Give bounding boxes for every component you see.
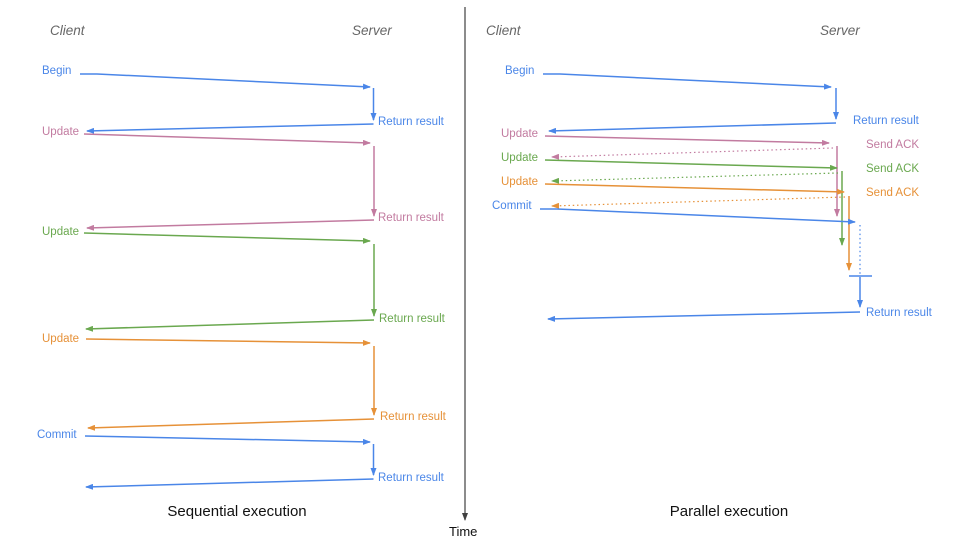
right-update-3-label: Update [501,176,539,188]
left-begin-label: Begin [42,65,72,77]
right-ack-3-arrow [551,196,846,209]
left-return-3-arrow [85,319,375,332]
left-diagram-caption: Sequential execution [167,503,307,520]
left-update-1-request-arrow [83,133,371,146]
left-return-result-3-label: Return result [379,313,445,325]
right-ack-2-arrow [551,172,839,184]
left-server-header: Server [352,23,392,38]
right-send-ack-2-label: Send ACK [866,163,920,175]
right-update-1-label: Update [501,128,539,140]
right-return-1-arrow [548,122,837,134]
left-commit-request-arrow [84,435,371,445]
left-commit-label: Commit [37,429,77,441]
right-diagram-caption: Parallel execution [669,503,789,520]
left-return-result-4-label: Return result [380,411,446,423]
right-begin-request-arrow [543,73,832,90]
right-update-1-request-arrow [544,135,830,146]
right-commit-label: Commit [492,200,532,212]
left-update-1-label: Update [42,126,80,138]
right-server-header: Server [820,23,860,38]
left-update-2-request-arrow [83,232,371,244]
right-update-2-request-arrow [544,159,838,171]
left-return-2-arrow [86,219,375,231]
right-client-header: Client [486,23,521,38]
left-return-result-5-label: Return result [378,472,444,484]
right-update-3-request-arrow [544,183,845,195]
left-return-1-arrow [86,123,374,134]
left-client-header: Client [50,23,85,38]
time-axis-label: Time [449,524,478,539]
left-return-4-arrow [87,418,375,431]
right-send-ack-1-label: Send ACK [866,139,920,151]
left-update-3-label: Update [42,333,80,345]
right-send-ack-3-label: Send ACK [866,187,920,199]
left-begin-request-arrow [80,73,371,90]
right-update-2-label: Update [501,152,539,164]
right-return-result-2-label: Return result [866,307,932,319]
right-begin-label: Begin [505,65,535,77]
left-update-3-request-arrow [85,338,371,346]
right-return-result-1-label: Return result [853,115,919,127]
left-update-2-label: Update [42,226,80,238]
left-return-result-1-label: Return result [378,116,444,128]
left-return-5-arrow [85,478,374,490]
right-commit-request-arrow [540,208,856,225]
right-ack-1-arrow [551,147,834,160]
right-return-2-arrow [547,311,861,322]
left-return-result-2-label: Return result [378,212,444,224]
